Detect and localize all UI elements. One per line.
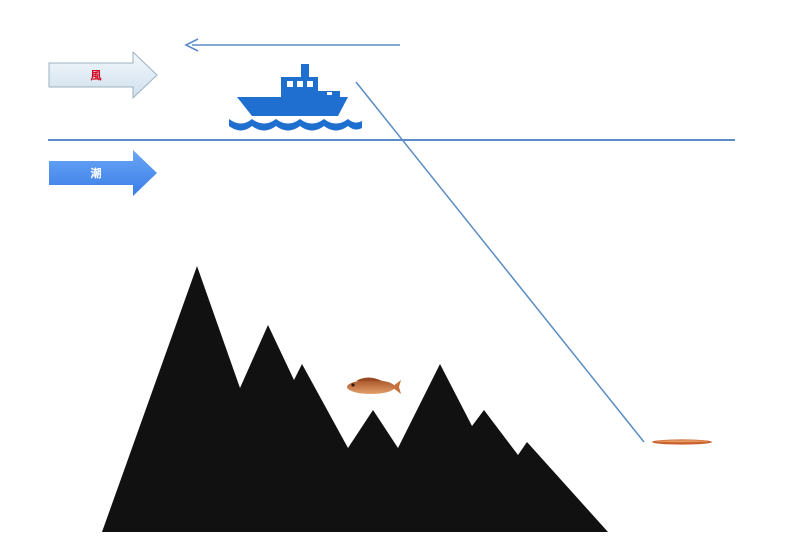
left-arrow-icon bbox=[184, 38, 199, 52]
drift-arrow bbox=[184, 38, 400, 52]
right-arrow-icon bbox=[49, 150, 157, 196]
ship-icon bbox=[229, 64, 362, 131]
rock-reef bbox=[102, 266, 608, 532]
fish-icon bbox=[347, 377, 401, 394]
fishing-line bbox=[355, 81, 645, 443]
tide-label: 潮 bbox=[91, 166, 102, 180]
wind-label: 風 bbox=[91, 69, 102, 82]
bait-icon bbox=[652, 439, 712, 445]
wind-arrow: 風 bbox=[48, 50, 158, 100]
tide-arrow: 潮 bbox=[49, 150, 157, 196]
right-arrow-icon bbox=[48, 50, 158, 100]
